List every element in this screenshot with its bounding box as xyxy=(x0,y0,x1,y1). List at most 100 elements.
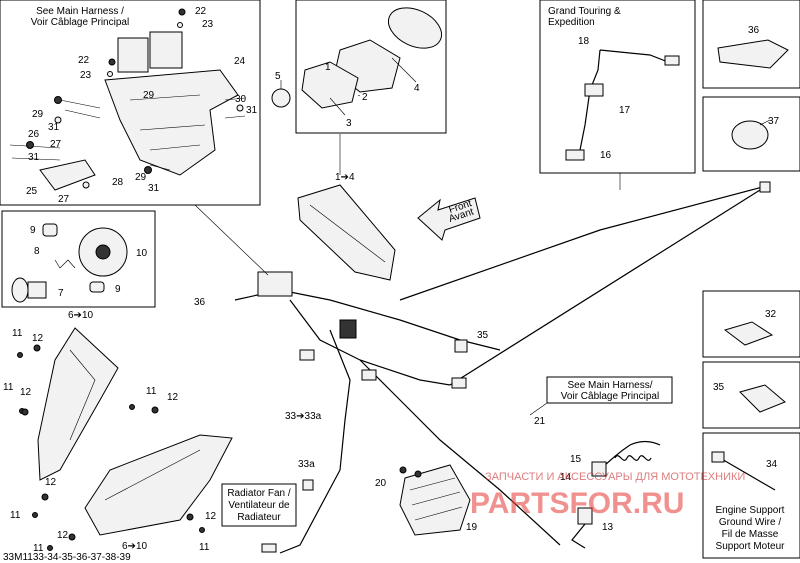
part-number: 12 xyxy=(20,387,32,398)
connector-c xyxy=(451,377,467,389)
part-number: 5 xyxy=(275,71,281,82)
callout-36: 36 xyxy=(194,297,206,308)
part-number: 2 xyxy=(362,92,368,103)
dess-post xyxy=(591,461,607,477)
part-number: 12 xyxy=(205,511,217,522)
callout-1-4: 1➔4 xyxy=(335,172,355,183)
fan-connector xyxy=(261,543,277,553)
headlight-upper xyxy=(37,327,119,481)
part-number: 14 xyxy=(560,472,572,483)
part-number: 23 xyxy=(80,70,92,81)
clip xyxy=(739,384,786,413)
part-number: 29 xyxy=(135,172,147,183)
accessory-plug xyxy=(664,55,680,66)
main-harness-right-line1: See Main Harness/ xyxy=(567,380,652,391)
fuse-inset: 32 xyxy=(702,290,800,358)
front-arrow: Front Avant xyxy=(417,197,481,241)
fuse xyxy=(723,321,774,346)
callout-6-10-lower: 6➔10 xyxy=(122,541,148,552)
part-number: 8 xyxy=(34,246,40,257)
part-number: 27 xyxy=(50,139,62,150)
gauge-mini xyxy=(271,88,291,108)
part-number: 12 xyxy=(45,477,57,488)
part-number: 12 xyxy=(32,333,44,344)
connector-a xyxy=(299,349,315,361)
footer-code: 33M1133-34-35-36-37-38-39 xyxy=(3,552,131,563)
part-number: 9 xyxy=(30,225,36,236)
connector-b xyxy=(361,369,377,381)
cable-tie xyxy=(731,120,769,150)
part-number: 20 xyxy=(375,478,387,489)
ground-caption-line4: Support Moteur xyxy=(716,541,786,552)
part-number: 32 xyxy=(765,309,777,320)
part-number: 27 xyxy=(58,194,70,205)
part-number: 15 xyxy=(570,454,582,465)
part-number: 22 xyxy=(78,55,90,66)
part-number: 7 xyxy=(58,288,64,299)
callout-6-10: 6➔10 xyxy=(68,310,94,321)
part-number: 31 xyxy=(246,105,258,116)
part-number: 17 xyxy=(619,105,631,116)
cable-tie-inset: 37 xyxy=(702,96,800,172)
radiator-line1: Radiator Fan / xyxy=(227,488,291,499)
end-connector xyxy=(759,181,771,193)
part-number: 10 xyxy=(136,248,148,259)
callout-33a: 33a xyxy=(298,459,315,470)
part-number: 37 xyxy=(768,116,780,127)
part-number: 31 xyxy=(28,152,40,163)
bracket-inset: See Main Harness / Voir Câblage Principa… xyxy=(0,0,261,206)
plug-9a xyxy=(42,223,58,237)
plug-9b xyxy=(89,281,105,293)
part-number: 18 xyxy=(578,36,590,47)
part-number: 19 xyxy=(466,522,478,533)
clip-inset: 35 xyxy=(702,361,800,429)
part-number: 25 xyxy=(26,186,38,197)
bulb-base xyxy=(27,281,47,299)
voltage-regulator xyxy=(399,464,471,536)
grand-touring-inset: Grand Touring & Expedition 18 17 16 xyxy=(539,0,696,174)
grand-touring-caption-line2: Expedition xyxy=(548,17,595,28)
part-number: 22 xyxy=(195,6,207,17)
callout-33-33a: 33➔33a xyxy=(285,411,322,422)
main-harness-right-line2: Voir Câblage Principal xyxy=(561,391,659,402)
relay-block xyxy=(257,271,293,297)
grand-touring-caption-line1: Grand Touring & xyxy=(548,6,621,17)
ground-caption-line3: Fil de Masse xyxy=(722,529,779,540)
mounting-bracket xyxy=(104,69,239,176)
bulb xyxy=(11,277,29,303)
part-number: 11 xyxy=(146,386,157,397)
module-connector xyxy=(339,319,357,339)
ground-terminal xyxy=(711,451,725,463)
part-number: 11 xyxy=(12,328,23,339)
part-number: 35 xyxy=(713,382,725,393)
connector-17 xyxy=(584,83,604,97)
part-number: 11 xyxy=(10,510,21,521)
part-number: 35 xyxy=(477,330,489,341)
part-number: 29 xyxy=(32,109,44,120)
part-number: 4 xyxy=(414,83,420,94)
part-number: 23 xyxy=(202,19,214,30)
part-number: 26 xyxy=(28,129,40,140)
radiator-line2: Ventilateur de xyxy=(228,500,290,511)
relay-left xyxy=(117,37,149,73)
headlight-housing-left xyxy=(37,327,119,481)
clamp-plate xyxy=(39,159,96,191)
part-number: 11 xyxy=(3,382,14,393)
ground-caption-line1: Engine Support xyxy=(716,505,785,516)
clip-35 xyxy=(454,339,468,353)
main-harness-caption-line2: Voir Câblage Principal xyxy=(31,17,129,28)
part-number: 11 xyxy=(33,543,44,554)
connector-33a xyxy=(302,479,314,491)
grease-inset: 36 xyxy=(702,0,800,89)
part-number: 34 xyxy=(766,459,778,470)
part-number: 21 xyxy=(534,416,546,427)
part-number: 16 xyxy=(600,150,612,161)
gauge-inset: 2 3 4 5 1 xyxy=(271,0,447,134)
radiator-line3: Radiateur xyxy=(237,512,281,523)
part-number: 13 xyxy=(602,522,614,533)
part-number: 28 xyxy=(112,177,124,188)
part-number: 12 xyxy=(167,392,179,403)
gauge-bezel xyxy=(301,61,359,109)
headlight-bulb-inset: 9 10 8 7 9 xyxy=(1,210,156,308)
